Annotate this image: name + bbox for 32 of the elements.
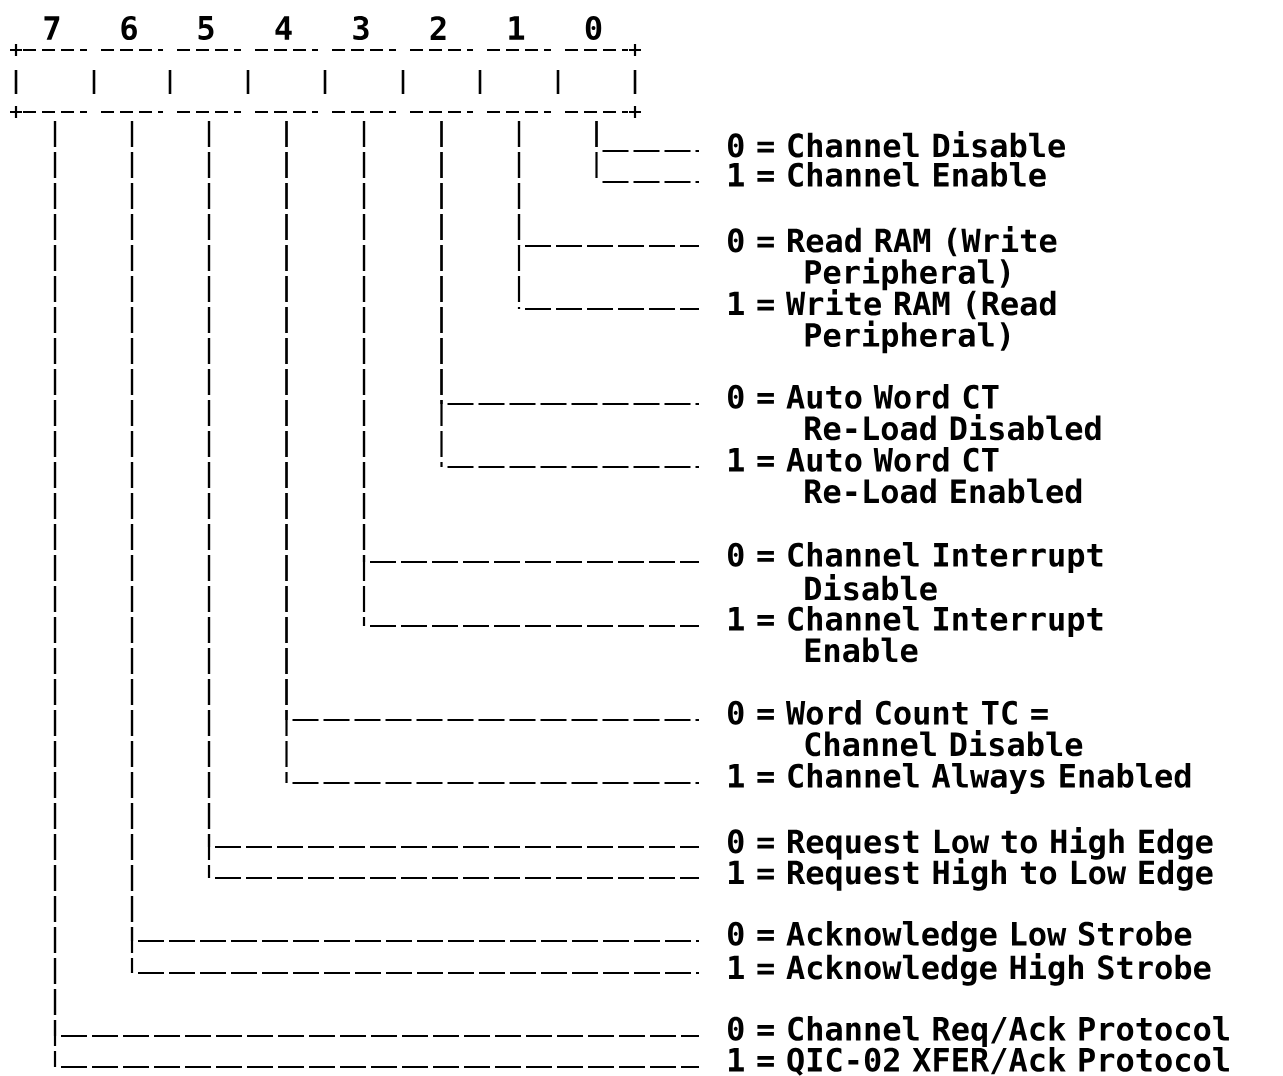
bit-cell bbox=[401, 48, 473, 114]
bit-cell bbox=[92, 48, 163, 114]
bit-description: 1 = Auto Word CT Re-Load Enabled bbox=[729, 447, 1082, 504]
leader-line bbox=[595, 120, 701, 184]
bit-cell bbox=[478, 48, 551, 114]
bit-number: 6 bbox=[121, 15, 137, 41]
bit-description: 0 = Read RAM (Write Peripheral) bbox=[728, 226, 1057, 291]
bit-number: 1 bbox=[509, 16, 525, 40]
bit-cell bbox=[23, 48, 87, 114]
bit-number: 5 bbox=[198, 16, 214, 40]
bit-description: 0 = Channel Req/Ack Protocol bbox=[728, 1016, 1229, 1048]
bit-description: 1 = QIC-02 XFER/Ack Protocol bbox=[729, 1047, 1229, 1076]
bit-cell bbox=[168, 48, 241, 114]
bit-description: 1 = Channel Enable bbox=[729, 162, 1046, 187]
bit-number: 0 bbox=[585, 15, 602, 41]
bit-number: 7 bbox=[44, 16, 60, 40]
bit-cell bbox=[556, 48, 628, 114]
bit-description: 0 = Auto Word CT Re-Load Disabled bbox=[728, 384, 1101, 441]
bit-description: 1 = Channel Always Enabled bbox=[729, 763, 1191, 795]
bit-description: 0 = Channel Interrupt Disable bbox=[728, 542, 1103, 601]
leader-line bbox=[517, 120, 701, 311]
bit-description: 1 = Acknowledge High Strobe bbox=[729, 953, 1211, 986]
bit-cell bbox=[323, 48, 396, 114]
bit-number: 4 bbox=[275, 16, 292, 40]
bit-number: 3 bbox=[353, 15, 369, 41]
bit-number: 2 bbox=[430, 16, 446, 40]
bit-description: 1 = Channel Interrupt Enable bbox=[729, 606, 1103, 663]
bit-description: 0 = Acknowledge Low Strobe bbox=[728, 921, 1192, 953]
bit-cell bbox=[246, 48, 318, 114]
bit-description: 0 = Channel Disable bbox=[728, 131, 1065, 158]
leader-line bbox=[440, 120, 701, 469]
bit-description: 0 = Word Count TC = Channel Disable bbox=[728, 700, 1083, 757]
